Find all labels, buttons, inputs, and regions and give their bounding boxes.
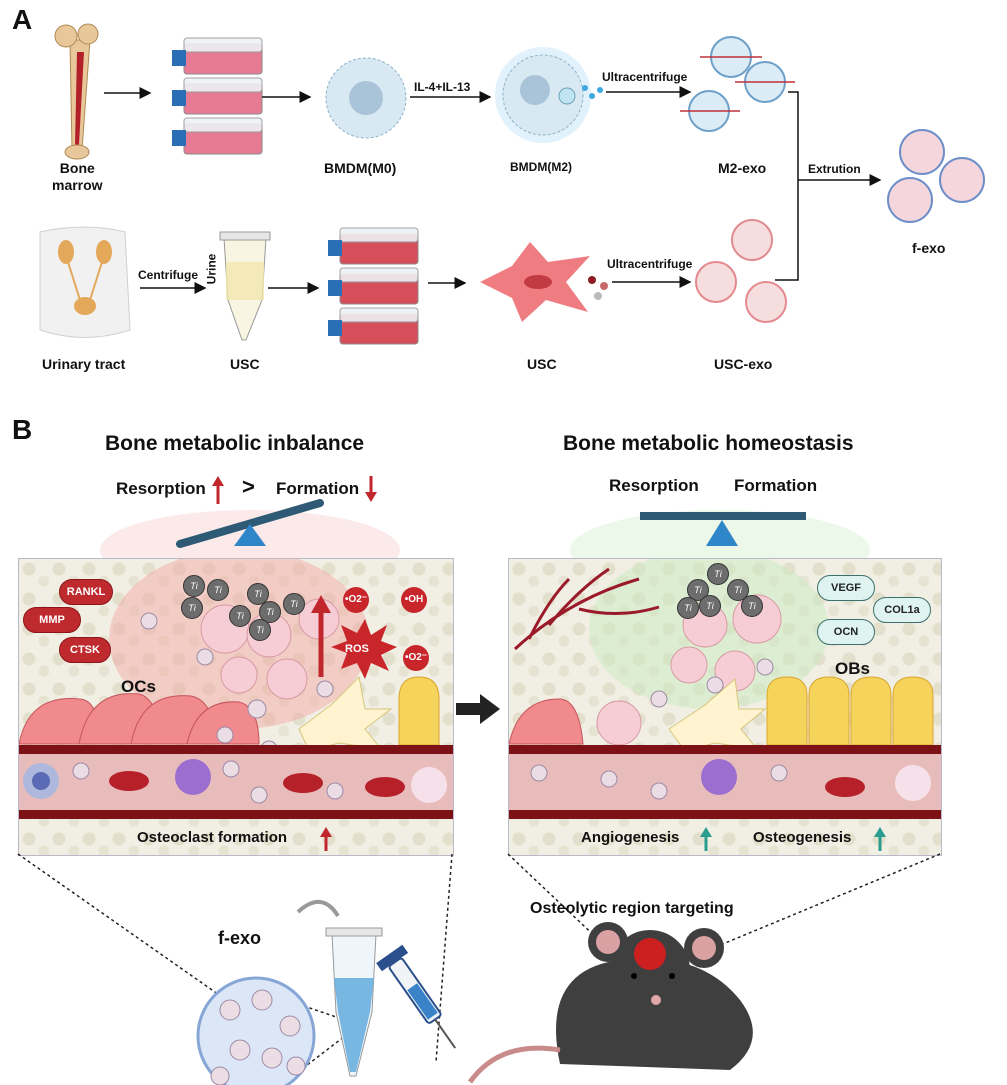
- right-scene: VEGF COL1a OCN OBs Ti Ti Ti Ti Ti Ti Ang…: [508, 558, 942, 856]
- ros-burst-icon: [331, 619, 397, 679]
- up-arrow-icon: [212, 476, 224, 504]
- balance-graphics: [100, 476, 870, 560]
- f-exo-label: f-exo: [912, 240, 946, 256]
- bmdm-m2-label: BMDM(M2): [510, 160, 572, 174]
- targeting-label: Osteolytic region targeting: [530, 900, 734, 917]
- centrifuge-tube-icon: [219, 231, 271, 341]
- titanium-particle: Ti: [207, 579, 229, 601]
- osteoblast-icon-2: [766, 676, 934, 746]
- tilted-balance-icon: [176, 499, 324, 548]
- formation-left-label: Formation: [276, 479, 360, 498]
- centrifuge-label: Centrifuge: [138, 268, 198, 282]
- obs-label: OBs: [835, 659, 870, 678]
- titanium-particle: Ti: [677, 597, 699, 619]
- titanium-particle: Ti: [181, 597, 203, 619]
- culture-flask-icon: [172, 37, 263, 155]
- monocyte-icon: [23, 759, 447, 803]
- usc-exo-label: USC-exo: [714, 356, 773, 372]
- f-exo-icon: [887, 129, 985, 223]
- ocs-label: OCs: [121, 677, 156, 696]
- monocyte-icon-2: [701, 759, 931, 801]
- superoxide-badge-top: •O2⁻: [343, 587, 369, 613]
- osteoblast-icon: [398, 676, 440, 746]
- osteoclast-up-arrow-icon: [320, 827, 332, 851]
- titanium-particle: Ti: [249, 619, 271, 641]
- titanium-particle: Ti: [283, 593, 305, 615]
- col1a-badge: COL1a: [873, 597, 931, 623]
- panel-a-label: A: [12, 4, 33, 35]
- syringe-icon: [376, 944, 457, 1049]
- osteogenesis-label: Osteogenesis: [753, 829, 852, 846]
- red-blood-cell-icon-2: [825, 777, 865, 797]
- usc-tube-label: USC: [230, 356, 260, 372]
- ctsk-badge: CTSK: [59, 637, 111, 663]
- f-exo-bottom-label: f-exo: [218, 928, 262, 948]
- osteoclast-formation-label: Osteoclast formation: [137, 829, 288, 846]
- ultracentrifuge-top-label: Ultracentrifuge: [602, 70, 688, 84]
- usc-cell-label: USC: [527, 356, 557, 372]
- blood-vessel-branch-icon: [513, 567, 660, 651]
- exosome-icon-2: [72, 760, 344, 804]
- macrophage-cell-icon: [200, 598, 340, 700]
- superoxide-badge-bottom: •O2⁻: [403, 645, 429, 671]
- bottom-graphics: [17, 853, 941, 1085]
- mouse-icon: [467, 922, 753, 1084]
- bone-marrow-label: Bone marrow: [52, 160, 103, 193]
- titanium-particle: Ti: [183, 575, 205, 597]
- bone-icon: [54, 23, 99, 160]
- titanium-particle: Ti: [707, 563, 729, 585]
- urinary-tract-label: Urinary tract: [42, 356, 126, 372]
- usc-exo-icon: [695, 219, 787, 323]
- vegf-badge: VEGF: [817, 575, 875, 601]
- level-balance-icon: [640, 512, 806, 546]
- bmdm-m0-label: BMDM(M0): [324, 160, 397, 176]
- angiogenesis-label: Angiogenesis: [581, 829, 680, 846]
- culture-flask-icon-2: [328, 227, 419, 345]
- titanium-particle: Ti: [699, 595, 721, 617]
- bmdm-m0-cell-icon: [325, 57, 407, 139]
- eppendorf-tube-icon: [296, 900, 383, 1077]
- ultracentrifuge-bottom-label: Ultracentrifuge: [607, 257, 693, 271]
- extrution-label: Extrution: [808, 162, 861, 176]
- usc-cell-icon: [480, 242, 608, 322]
- ocn-badge: OCN: [817, 619, 875, 645]
- titanium-particle: Ti: [727, 579, 749, 601]
- left-title: Bone metabolic inbalance: [105, 432, 365, 455]
- mmp-badge: MMP: [23, 607, 81, 633]
- ros-label: ROS: [345, 643, 369, 655]
- resorption-right-label: Resorption: [609, 476, 699, 495]
- bmdm-m2-cell-icon: [495, 47, 603, 143]
- titanium-particle: Ti: [247, 583, 269, 605]
- greater-than-sign: >: [242, 474, 255, 499]
- m2-exo-label: M2-exo: [718, 160, 767, 176]
- m2-exo-icon: [688, 36, 786, 132]
- titanium-particle: Ti: [229, 605, 251, 627]
- ros-up-arrow-icon: [311, 595, 331, 677]
- left-scene: RANKL MMP CTSK OCs ROS •O2⁻ •OH •O2⁻ Ti …: [18, 558, 454, 856]
- transition-arrow-icon: [456, 694, 500, 724]
- osteoclast-icon-2: [509, 698, 584, 745]
- urine-label: Urine: [204, 253, 219, 285]
- formation-right-label: Formation: [734, 476, 818, 495]
- red-blood-cell-icon: [109, 771, 405, 797]
- hydroxyl-badge: •OH: [401, 587, 427, 613]
- exosome-icon-3: [650, 658, 774, 708]
- angiogenesis-up-arrow-icon: [700, 827, 712, 851]
- panel-b-label: B: [12, 414, 33, 445]
- il-label: IL-4+IL-13: [414, 80, 471, 94]
- down-arrow-icon: [365, 476, 377, 502]
- osteogenesis-up-arrow-icon: [874, 827, 886, 851]
- osteoclast-icon: [19, 693, 260, 745]
- exosome-icon-4: [530, 764, 788, 800]
- right-title: Bone metabolic homeostasis: [563, 432, 854, 455]
- f-exo-magnified-icon: [196, 976, 316, 1085]
- urinary-tract-icon: [39, 226, 131, 338]
- resorption-left-label: Resorption: [116, 479, 206, 498]
- titanium-particle: Ti: [741, 595, 763, 617]
- panel-a-graphics: [39, 23, 985, 345]
- rankl-badge: RANKL: [59, 579, 113, 605]
- titanium-particle: Ti: [259, 601, 281, 623]
